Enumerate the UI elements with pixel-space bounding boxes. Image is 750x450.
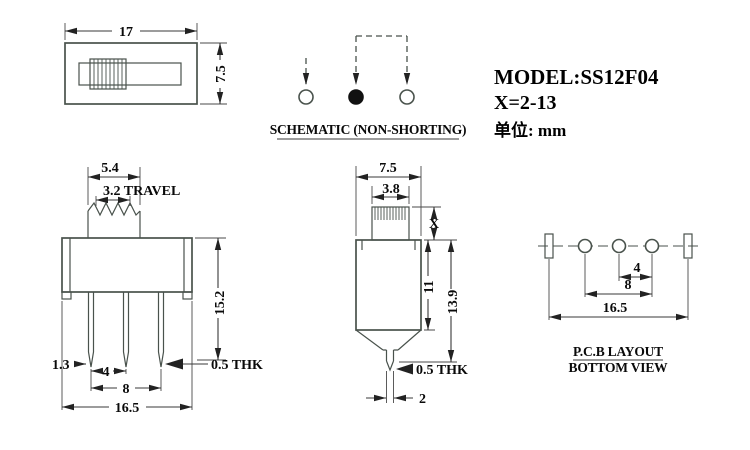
schematic-caption: SCHEMATIC (NON-SHORTING) <box>270 122 467 137</box>
model-number: MODEL:SS12F04 <box>494 65 659 89</box>
front-body <box>61 237 193 293</box>
dim-front-travel: 3.2 TRAVEL <box>103 184 180 199</box>
front-knob-serration <box>87 201 141 217</box>
top-view-slot <box>78 62 182 86</box>
dim-top-height: 7.5 <box>214 65 229 83</box>
dim-front-thickness: 0.5 THK <box>211 358 263 373</box>
top-view-knob-hatch <box>93 59 123 89</box>
dim-side-pin-width: 2 <box>419 392 426 407</box>
front-foot-right <box>182 291 193 300</box>
front-knob-sides <box>87 211 141 238</box>
front-body-inner-lines <box>69 238 185 292</box>
front-foot-left <box>61 291 72 300</box>
thickness-arrow-front <box>165 358 183 370</box>
pcb-hole-2 <box>611 238 627 254</box>
dim-pcb-span: 8 <box>625 278 632 293</box>
pcb-hole-3 <box>644 238 660 254</box>
dim-front-edge-offset: 1.3 <box>52 358 70 373</box>
front-pin-1 <box>87 292 95 368</box>
mount-slot-right <box>683 233 693 259</box>
mount-slot-left <box>544 233 554 259</box>
terminal-common <box>348 89 364 105</box>
thickness-arrow-side <box>396 363 413 375</box>
title-block: MODEL:SS12F04 X=2-13 单位: mm <box>494 65 659 140</box>
dim-pcb-pitch: 4 <box>634 261 641 276</box>
front-pin-2 <box>122 292 130 368</box>
dim-side-body-height: 11 <box>422 280 437 293</box>
front-pin-3 <box>157 292 165 368</box>
side-knob-serration <box>374 207 406 220</box>
terminal-left <box>298 89 314 105</box>
dim-side-thickness: 0.5 THK <box>416 363 468 378</box>
x-range: X=2-13 <box>494 92 557 114</box>
pcb-layout-view: 4 8 16.5 P.C.B LAYOUT BOTTOM VIEW <box>538 233 700 375</box>
terminal-right <box>399 89 415 105</box>
dim-side-knob-height: X <box>429 217 439 232</box>
side-body-inner-lines <box>361 240 416 250</box>
top-view-knob <box>89 58 127 90</box>
pcb-caption-title: P.C.B LAYOUT <box>573 344 663 359</box>
unit-label: 单位: mm <box>494 120 566 140</box>
dim-front-height: 15.2 <box>213 291 228 316</box>
dim-pcb-mount-span: 16.5 <box>603 301 628 316</box>
dim-front-pin-span: 8 <box>123 382 130 397</box>
dim-front-pin-pitch: 4 <box>103 365 110 380</box>
front-view: 5.4 3.2 TRAVEL 15.2 1.3 4 8 16.5 0.5 THK <box>52 161 263 416</box>
pcb-caption-subtitle: BOTTOM VIEW <box>569 360 669 375</box>
side-pin <box>355 329 422 372</box>
dim-top-width: 17 <box>119 25 133 40</box>
dim-side-knob-depth: 3.8 <box>382 182 400 197</box>
top-view-body <box>64 42 198 105</box>
side-body <box>355 239 422 331</box>
dim-side-total-depth: 7.5 <box>379 161 397 176</box>
dim-side-total-height: 13.9 <box>446 290 461 315</box>
schematic-view: SCHEMATIC (NON-SHORTING) <box>270 35 467 140</box>
pcb-hole-1 <box>577 238 593 254</box>
top-view: 17 7.5 <box>64 23 229 105</box>
dim-front-total-width: 16.5 <box>115 401 140 416</box>
dim-front-knob-width: 5.4 <box>101 161 119 176</box>
side-view: 7.5 3.8 X 11 13.9 0.5 THK 2 <box>355 161 468 407</box>
